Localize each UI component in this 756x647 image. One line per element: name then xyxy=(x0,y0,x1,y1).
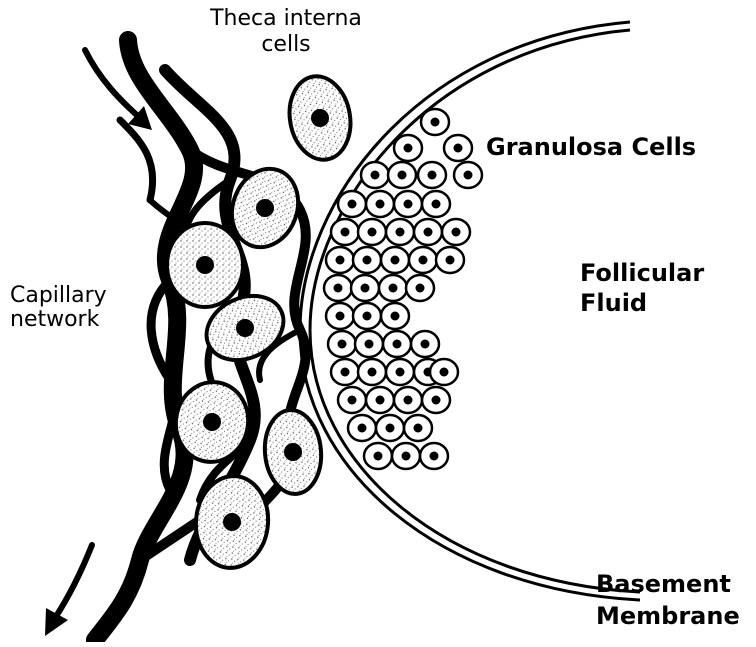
granulosa-cell xyxy=(394,191,422,217)
granulosa-cell xyxy=(379,275,407,301)
granulosa-cell xyxy=(358,219,386,245)
granulosa-cell xyxy=(404,415,432,441)
granulosa-cell xyxy=(366,387,394,413)
granulosa-cell xyxy=(430,359,458,385)
granulosa-cell xyxy=(436,247,464,273)
capillary-network-label: Capillary network xyxy=(10,284,107,332)
granulosa-cell xyxy=(326,303,354,329)
granulosa-cell xyxy=(361,162,389,188)
granulosa-cell xyxy=(338,191,366,217)
granulosa-cell xyxy=(394,135,422,161)
granulosa-cell xyxy=(422,387,450,413)
granulosa-cell xyxy=(388,162,416,188)
granulosa-cell xyxy=(355,331,383,357)
granulosa-cell xyxy=(386,359,414,385)
granulosa-cell xyxy=(366,191,394,217)
granulosa-cell xyxy=(324,275,352,301)
granulosa-cell xyxy=(331,219,359,245)
granulosa-cell xyxy=(351,275,379,301)
theca-label-line2: cells xyxy=(198,32,374,58)
follicular-fluid-label: Follicular Fluid xyxy=(580,258,704,318)
granulosa-cell xyxy=(328,331,356,357)
granulosa-cell xyxy=(338,387,366,413)
granulosa-cell xyxy=(409,247,437,273)
granulosa-cells-label: Granulosa Cells xyxy=(486,134,696,160)
theca-cell xyxy=(261,408,324,497)
outflow-arrow xyxy=(45,545,92,636)
granulosa-cell xyxy=(381,247,409,273)
granulosa-cell xyxy=(442,219,470,245)
basement-label-line1: Basement xyxy=(596,568,740,600)
granulosa-cell xyxy=(406,275,434,301)
granulosa-cell xyxy=(326,247,354,273)
granulosa-cell xyxy=(386,219,414,245)
granulosa-cell xyxy=(420,443,448,469)
follicular-label-line1: Follicular xyxy=(580,258,704,288)
granulosa-cell xyxy=(381,303,409,329)
granulosa-cell xyxy=(392,443,420,469)
granulosa-cell xyxy=(414,219,442,245)
granulosa-cell xyxy=(331,359,359,385)
follicular-label-line2: Fluid xyxy=(580,288,704,318)
theca-cell xyxy=(167,223,243,307)
granulosa-cell xyxy=(348,415,376,441)
capillary-label-line2: network xyxy=(10,308,107,332)
granulosa-cell xyxy=(394,387,422,413)
granulosa-cell xyxy=(353,247,381,273)
granulosa-cell xyxy=(421,109,449,135)
granulosa-cell xyxy=(444,135,472,161)
granulosa-cell xyxy=(418,162,446,188)
granulosa-cell xyxy=(422,191,450,217)
theca-interna-label: Theca interna cells xyxy=(198,6,374,58)
granulosa-cell xyxy=(364,443,392,469)
theca-label-line1: Theca interna xyxy=(198,6,374,32)
granulosa-cell xyxy=(376,415,404,441)
capillary-label-line1: Capillary xyxy=(10,284,107,308)
basement-membrane-label: Basement Membrane xyxy=(596,568,740,632)
granulosa-cell-group xyxy=(324,109,482,469)
theca-cell xyxy=(283,71,357,164)
granulosa-cell xyxy=(383,331,411,357)
granulosa-cell xyxy=(454,162,482,188)
granulosa-cell xyxy=(411,331,439,357)
granulosa-cell xyxy=(358,359,386,385)
basement-label-line2: Membrane xyxy=(596,600,740,632)
granulosa-cell xyxy=(353,303,381,329)
